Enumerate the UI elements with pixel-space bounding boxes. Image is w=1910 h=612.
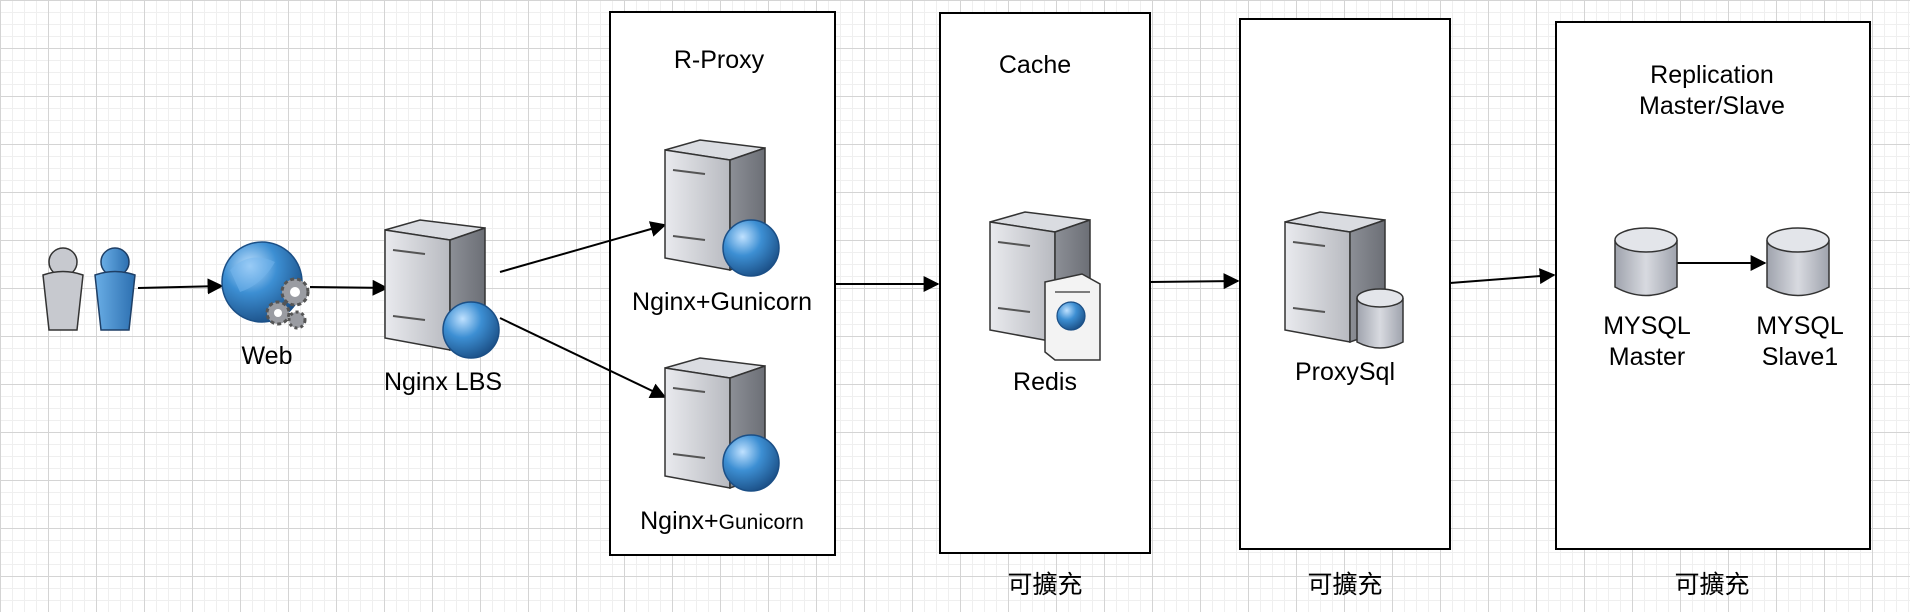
gunicorn2-label: Nginx+Gunicorn (640, 506, 804, 538)
gunicorn1-label: Nginx+Gunicorn (632, 288, 812, 316)
scalable-label-replication: 可擴充 (1674, 571, 1750, 599)
mysql-master-database-icon (1614, 227, 1678, 297)
edge-cache-proxysql (1149, 273, 1240, 290)
mysql-slave-database-icon (1766, 227, 1830, 297)
proxysql-label: ProxySql (1294, 358, 1396, 386)
rproxy-title: R-Proxy (673, 46, 765, 74)
redis-label: Redis (1013, 368, 1077, 396)
scalable-label-cache: 可擴充 (1007, 571, 1083, 599)
lbs-server-icon (384, 219, 500, 359)
gunicorn2-label-b: Gunicorn (718, 511, 804, 534)
gunicorn2-label-a: Nginx+ (640, 507, 719, 535)
nginx-lbs-label: Nginx LBS (383, 368, 503, 396)
replication-title: Replication Master/Slave (1639, 61, 1785, 120)
edge-proxysql-replication (1449, 268, 1556, 285)
edge-lbs-gunicorn1 (499, 221, 667, 273)
edge-users-web (137, 278, 224, 295)
users-icon (42, 247, 136, 331)
scalable-label-proxysql: 可擴充 (1307, 571, 1383, 599)
gunicorn1-server-icon (664, 139, 780, 277)
web-globe-gears-icon (221, 241, 310, 330)
web-label: Web (241, 342, 293, 370)
server-database-icon (1284, 211, 1404, 349)
server-certificate-icon (989, 211, 1101, 361)
edge-lbs-gunicorn2 (499, 317, 667, 398)
cache-title: Cache (998, 51, 1072, 79)
gunicorn2-server-icon (664, 357, 780, 492)
edge-web-lbs (309, 279, 389, 296)
mysql-slave-label: MYSQL Slave1 (1756, 312, 1844, 371)
mysql-master-label: MYSQL Master (1603, 312, 1691, 371)
